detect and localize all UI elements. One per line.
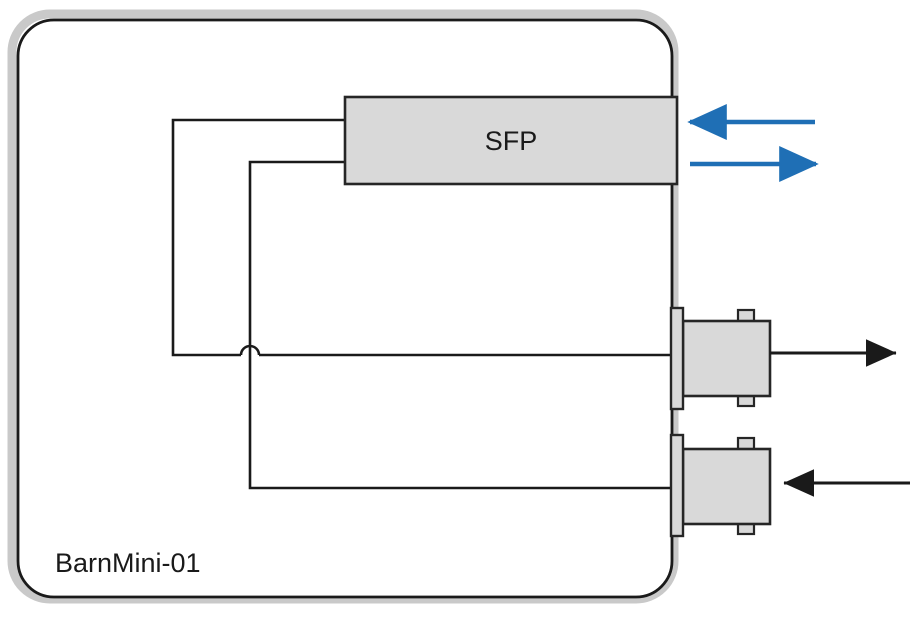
connector-upper-body[interactable] [681,319,772,398]
connector-upper[interactable] [669,306,772,411]
sfp-module-label: SFP [485,126,538,156]
connector-lower-flange [669,433,685,538]
wire-sfp-to-upper-connector-left [171,118,345,357]
sfp-module[interactable]: SFP [343,95,679,186]
internal-wiring [171,118,676,490]
sfp-module-body[interactable] [343,95,679,186]
optical-arrows [687,104,819,182]
connector-lower[interactable] [669,433,772,538]
connector-upper-flange [669,306,685,411]
wire-sfp-to-lower-connector [248,160,676,490]
connector-lower-body[interactable] [681,447,772,526]
device-enclosure-shadow [7,9,679,604]
electrical-arrows [770,339,910,497]
wire-hop-arc [239,344,261,356]
device-label: BarnMini-01 [55,548,201,578]
